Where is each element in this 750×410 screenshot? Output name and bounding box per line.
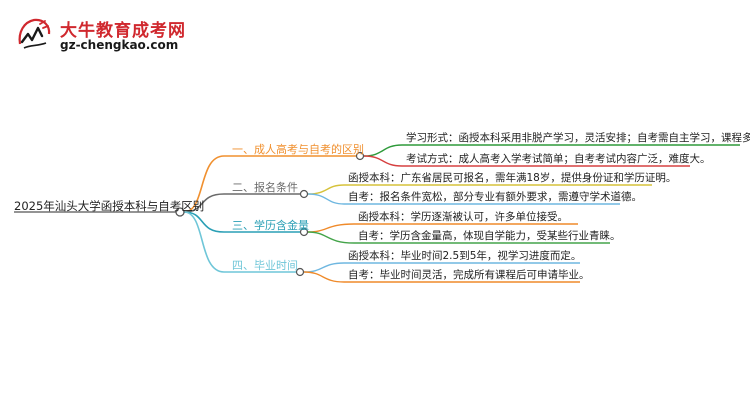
branch-connector	[183, 211, 300, 233]
branch-topic: 四、毕业时间	[232, 259, 298, 272]
brand-name: 大牛教育成考网	[60, 21, 186, 41]
branch-connector	[183, 155, 356, 213]
leaf-topic: 函授本科：广东省居民可报名，需年满18岁，提供身份证和学历证明。	[348, 172, 677, 184]
leaf-topic: 考试方式：成人高考入学考试简单；自考考试内容广泛，难度大。	[406, 153, 711, 165]
leaf-connector	[307, 231, 610, 244]
leaf-connector	[363, 155, 690, 167]
bull-logo-icon	[18, 18, 51, 49]
root-topic: 2025年汕头大学函授本科与自考区别	[14, 199, 205, 213]
branch-connector	[183, 193, 300, 213]
leaf-connector	[307, 223, 578, 233]
branch-node-dot	[299, 227, 309, 237]
leaf-topic: 学习形式：函授本科采用非脱产学习，灵活安排；自考需自主学习，课程多。	[406, 132, 750, 144]
branch-topic: 三、学历含金量	[232, 219, 309, 232]
branch-node-dot	[299, 189, 309, 199]
branch-topic: 一、成人高考与自考的区别	[232, 143, 364, 156]
leaf-topic: 自考：毕业时间灵活，完成所有课程后可申请毕业。	[348, 269, 590, 281]
leaf-topic: 函授本科：毕业时间2.5到5年，视学习进度而定。	[348, 250, 582, 262]
leaf-topic: 函授本科：学历逐渐被认可，许多单位接受。	[358, 211, 568, 223]
brand-url: gz-chengkao.com	[60, 38, 179, 52]
leaf-connector	[307, 193, 620, 205]
branch-connector	[183, 211, 296, 273]
leaf-connector	[363, 144, 740, 157]
branch-topic: 二、报名条件	[232, 181, 298, 194]
branch-node-dot	[295, 267, 305, 277]
leaf-connector	[303, 271, 580, 283]
leaf-topic: 自考：学历含金量高，体现自学能力，受某些行业青睐。	[358, 230, 621, 242]
root-node-dot	[175, 207, 185, 217]
leaf-topic: 自考：报名条件宽松，部分专业有额外要求，需遵守学术道德。	[348, 191, 642, 203]
branch-node-dot	[355, 151, 365, 161]
brand-logo: 大牛教育成考网 gz-chengkao.com	[14, 14, 214, 56]
leaf-connector	[303, 262, 580, 273]
